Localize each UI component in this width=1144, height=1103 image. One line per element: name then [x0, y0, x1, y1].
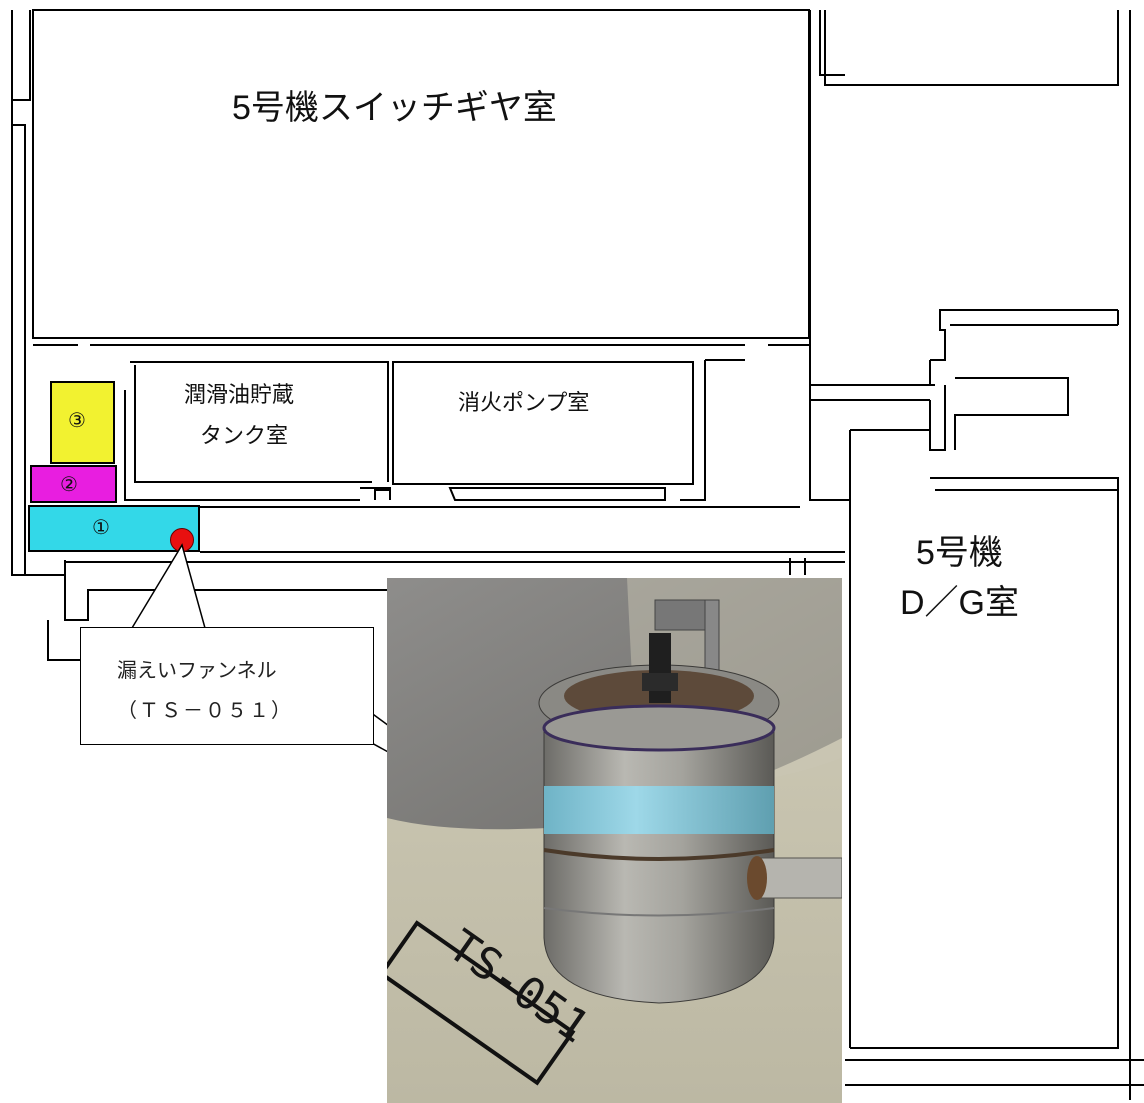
- area-2-label: ②: [60, 472, 78, 496]
- fire-pump-room-outline: [392, 361, 694, 485]
- switchgear-room-outline: [32, 9, 810, 339]
- dg-room-outline: [850, 477, 1119, 1049]
- lube-oil-room-label-line2: タンク室: [200, 424, 289, 449]
- callout-title: 漏えいファンネル: [117, 658, 277, 682]
- area-1-marker: [28, 505, 200, 552]
- area-1-label: ①: [92, 515, 110, 539]
- area-3-marker: [50, 381, 115, 464]
- callout-id: （ＴＳ－０５１）: [117, 698, 293, 722]
- leak-point-marker: [170, 528, 194, 552]
- fire-pump-room-label: 消火ポンプ室: [458, 391, 590, 416]
- outer-wall-left: [11, 10, 66, 576]
- dg-room-label-line2: D／G室: [900, 584, 1019, 622]
- lube-oil-room-label-line1: 潤滑油貯蔵: [184, 383, 295, 408]
- area-3-label: ③: [68, 408, 86, 432]
- switchgear-room-label: 5号機スイッチギヤ室: [232, 89, 557, 127]
- lube-oil-room-outline: [124, 390, 390, 501]
- dg-room-label-line1: 5号機: [916, 534, 1003, 572]
- funnel-photo-illustration: TS-051: [387, 578, 842, 1103]
- area-2-marker: [30, 465, 117, 503]
- callout-box: 漏えいファンネル （ＴＳ－０５１）: [80, 627, 374, 745]
- leak-funnel-photo: TS-051: [387, 578, 842, 1103]
